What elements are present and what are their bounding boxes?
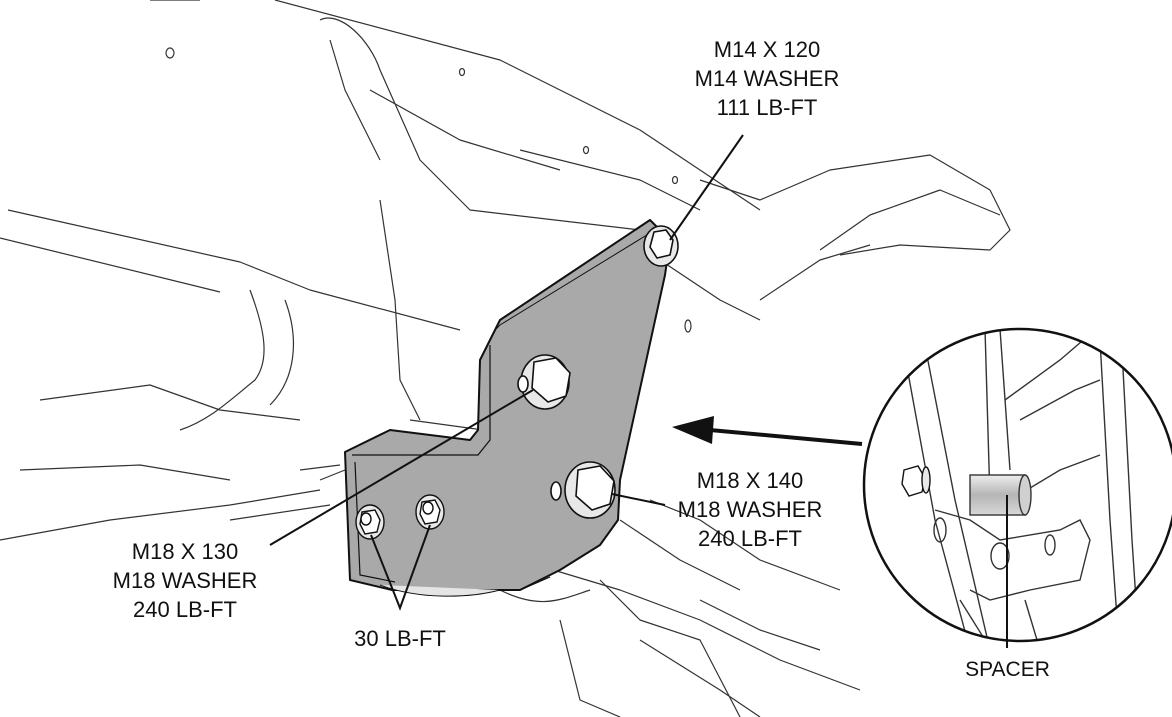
callout-spacer: SPACER <box>950 655 1065 684</box>
leader-lines <box>269 134 744 611</box>
detail-arrow <box>672 416 863 446</box>
right-bolt-washer: M18 WASHER <box>677 497 823 522</box>
top-bolt-size: M14 X 120 <box>713 37 821 62</box>
bolt-m14-top <box>643 225 679 267</box>
right-bolt-size: M18 X 140 <box>696 468 804 493</box>
small-nuts-torque: 30 LB-FT <box>354 626 446 651</box>
top-bolt-washer: M14 WASHER <box>694 66 840 91</box>
spacer-detail-view <box>862 327 1172 648</box>
callout-right-bolt: M18 X 140 M18 WASHER 240 LB-FT <box>665 466 835 553</box>
spacer-label: SPACER <box>965 658 1050 681</box>
top-bolt-torque: 111 LB-FT <box>716 95 818 120</box>
nut-small-right <box>415 494 445 530</box>
mounting-bracket <box>344 219 671 597</box>
right-bolt-torque: 240 LB-FT <box>698 526 802 551</box>
callout-left-bolt: M18 X 130 M18 WASHER 240 LB-FT <box>100 537 270 624</box>
nut-small-left <box>355 504 385 540</box>
bolt-m18-center <box>517 354 571 410</box>
frame-holes <box>165 47 692 333</box>
left-bolt-torque: 240 LB-FT <box>133 597 237 622</box>
left-bolt-size: M18 X 130 <box>131 539 239 564</box>
bolt-m18-right <box>550 461 616 519</box>
callout-top-bolt: M14 X 120 M14 WASHER 111 LB-FT <box>682 35 852 122</box>
left-bolt-washer: M18 WASHER <box>112 568 258 593</box>
vehicle-frame-outline <box>0 0 1011 717</box>
callout-small-nuts: 30 LB-FT <box>320 624 480 653</box>
